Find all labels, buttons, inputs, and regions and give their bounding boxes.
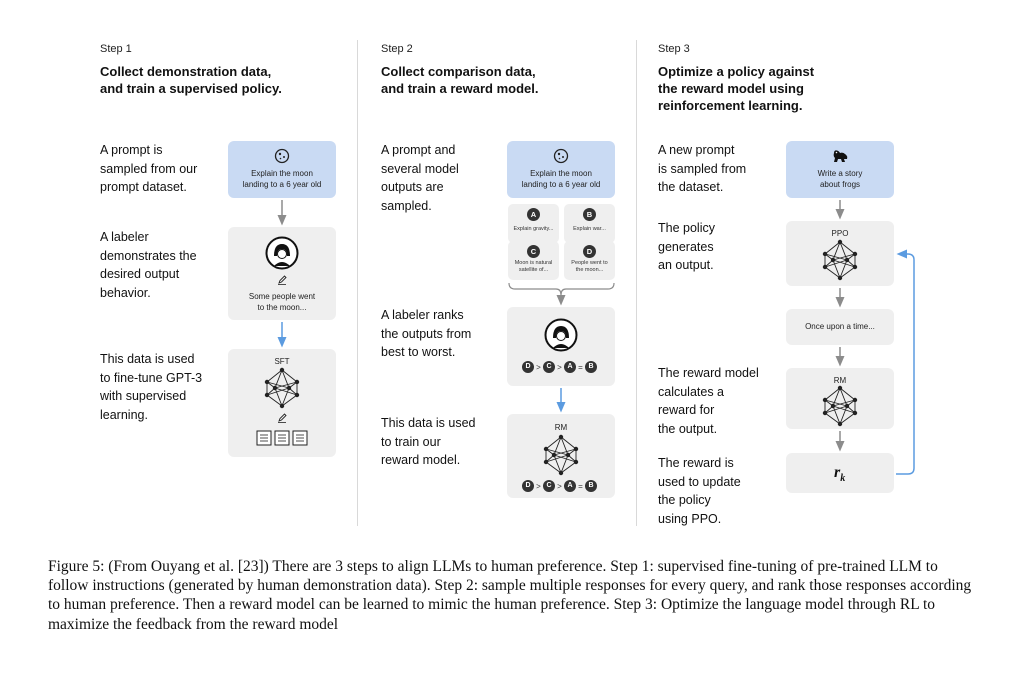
feedback-loop-arrow — [896, 249, 915, 475]
figure-caption: Figure 5: (From Ouyang et al. [23]) Ther… — [48, 558, 972, 633]
ranking-labeler: D> C> A= B — [522, 361, 597, 373]
frog-icon — [833, 150, 848, 162]
outputs-brace — [508, 282, 615, 296]
step2-labeler-box: D> C> A= B — [507, 307, 615, 386]
step3-output-box: Once upon a time... — [786, 309, 894, 345]
column-divider — [636, 40, 637, 526]
rm-label: RM — [833, 376, 847, 385]
output-card-b: B Explain war... — [564, 204, 615, 243]
labeler-avatar-icon — [544, 318, 578, 352]
sft-label: SFT — [274, 357, 290, 366]
step3-rm-box: RM — [786, 368, 894, 429]
moon-icon — [274, 148, 290, 164]
neural-net-icon — [543, 434, 579, 476]
step3-title: Optimize a policy against the reward mod… — [658, 64, 815, 113]
step1-sft-box: SFT — [228, 349, 336, 457]
rm-label: RM — [554, 423, 568, 432]
step3-reward-box: rk — [786, 453, 894, 493]
step3-label: Step 3 — [658, 43, 690, 55]
documents-icon — [256, 430, 308, 446]
pencil-icon — [278, 413, 287, 423]
step1-label: Step 1 — [100, 43, 132, 55]
column-divider — [357, 40, 358, 526]
ranking-rm: D> C> A= B — [522, 480, 597, 492]
moon-icon — [553, 148, 569, 164]
step2-title: Collect comparison data, and train a rew… — [381, 64, 539, 96]
ppo-label: PPO — [831, 229, 849, 238]
neural-net-icon — [264, 367, 300, 409]
step2-rm-box: RM D> C> A= B — [507, 414, 615, 498]
step3-ppo-box: PPO — [786, 221, 894, 286]
reward-symbol: rk — [834, 464, 846, 485]
pencil-icon — [278, 275, 287, 285]
step1-title: Collect demonstration data, and train a … — [100, 64, 282, 96]
neural-net-icon — [822, 239, 858, 281]
neural-net-icon — [822, 385, 858, 427]
output-card-a: A Explain gravity... — [508, 204, 559, 243]
labeler-avatar-icon — [265, 236, 299, 270]
step2-label: Step 2 — [381, 43, 413, 55]
